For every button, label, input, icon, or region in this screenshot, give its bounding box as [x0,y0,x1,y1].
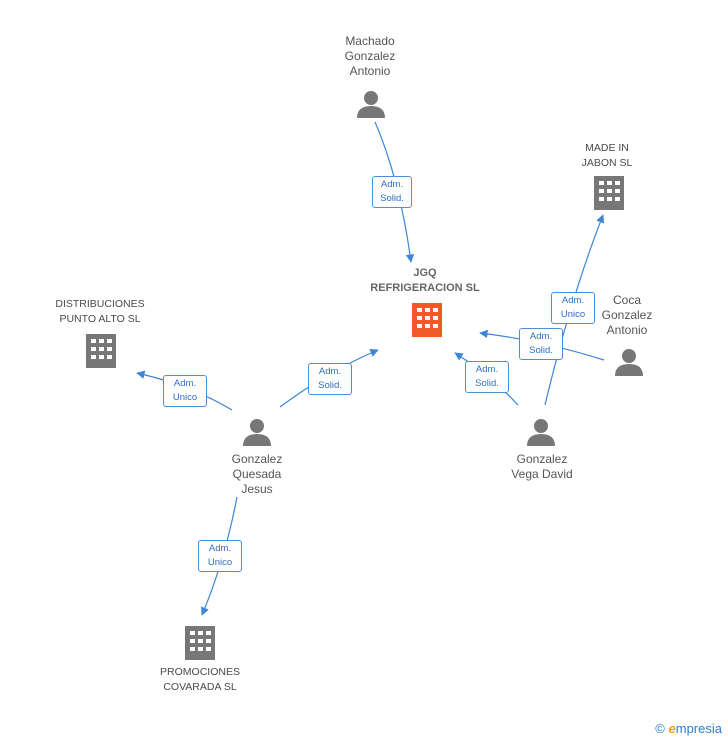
empresia-logo[interactable]: © empresia [655,721,722,736]
node-label-vega[interactable]: Gonzalez Vega David [511,452,573,481]
person-icon[interactable] [527,419,555,446]
edge-label-coca-jgq[interactable]: Adm. Solid. [519,328,563,360]
building-icon[interactable] [185,626,215,660]
building-icon[interactable] [594,176,624,210]
person-icon[interactable] [243,419,271,446]
edge-label-quesada-promociones[interactable]: Adm. Unico [198,540,242,572]
brand-name: mpresia [675,721,722,736]
person-icon[interactable] [357,91,385,118]
building-icon[interactable] [86,334,116,368]
node-label-promociones[interactable]: PROMOCIONES COVARADA SL [160,666,240,693]
node-label-quesada[interactable]: Gonzalez Quesada Jesus [231,452,283,496]
copyright-symbol: © [655,721,665,736]
node-label-distribuciones[interactable]: DISTRIBUCIONES PUNTO ALTO SL [55,298,145,325]
node-label-made-in-jabon[interactable]: MADE IN JABON SL [581,142,633,169]
edge-label-vega-madeinjabon[interactable]: Adm. Unico [551,292,595,324]
edge-label-quesada-jgq[interactable]: Adm. Solid. [308,363,352,395]
node-label-coca[interactable]: Coca Gonzalez Antonio [601,293,653,337]
brand-initial: e [668,721,676,736]
edge-label-machado-jgq[interactable]: Adm. Solid. [372,176,412,208]
node-label-jgq[interactable]: JGQ REFRIGERACION SL [370,267,480,294]
node-label-machado[interactable]: Machado Gonzalez Antonio [344,34,396,78]
focus-building-icon[interactable] [412,303,442,337]
edge-label-vega-jgq[interactable]: Adm. Solid. [465,361,509,393]
person-icon[interactable] [615,349,643,376]
edge-label-quesada-distribuciones[interactable]: Adm. Unico [163,375,207,407]
